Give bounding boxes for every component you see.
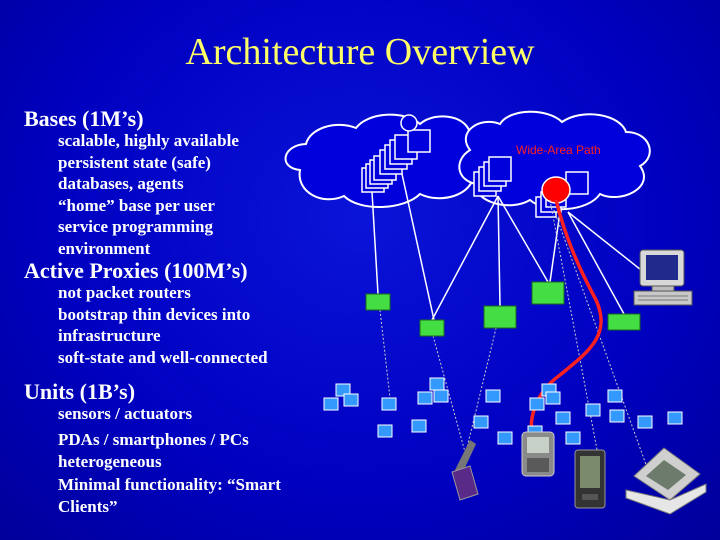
proxies-item: soft-state and well-connected <box>58 348 268 367</box>
section-heading-active-proxies: Active Proxies (100M’s) <box>24 258 248 283</box>
pda-icon <box>521 431 555 477</box>
bases-item: service programming <box>58 217 214 236</box>
server-cluster-icon <box>379 114 431 175</box>
units-item: Clients” <box>58 497 118 516</box>
units-item: heterogeneous <box>58 452 162 471</box>
laptop-icon <box>625 447 707 515</box>
cloud-icon <box>458 110 651 211</box>
wide-area-path-label: Wide-Area Path <box>516 143 601 157</box>
units-item: PDAs / smartphones / PCs <box>58 430 249 449</box>
bases-item: environment <box>58 239 151 258</box>
desktop-computer-icon <box>633 249 693 306</box>
proxies-item: infrastructure <box>58 326 161 345</box>
proxy-node-icon <box>365 281 641 337</box>
slide-title: Architecture Overview <box>185 31 535 73</box>
units-item: Minimal functionality: “Smart <box>58 475 281 494</box>
bases-item: scalable, highly available <box>58 131 239 150</box>
proxies-item: not packet routers <box>58 283 191 302</box>
section-heading-units: Units (1B’s) <box>24 379 136 404</box>
proxies-item: bootstrap thin devices into <box>58 305 251 324</box>
bases-item: “home” base per user <box>58 196 215 215</box>
server-cluster-icon <box>535 171 589 218</box>
flip-phone-icon <box>451 440 479 501</box>
unit-node-icon <box>323 377 683 445</box>
bases-item: persistent state (safe) <box>58 153 211 172</box>
server-cluster-icon <box>473 156 512 197</box>
bases-item: databases, agents <box>58 174 184 193</box>
section-heading-bases: Bases (1M’s) <box>24 106 144 131</box>
units-item: sensors / actuators <box>58 404 193 423</box>
palm-pda-icon <box>574 449 606 509</box>
